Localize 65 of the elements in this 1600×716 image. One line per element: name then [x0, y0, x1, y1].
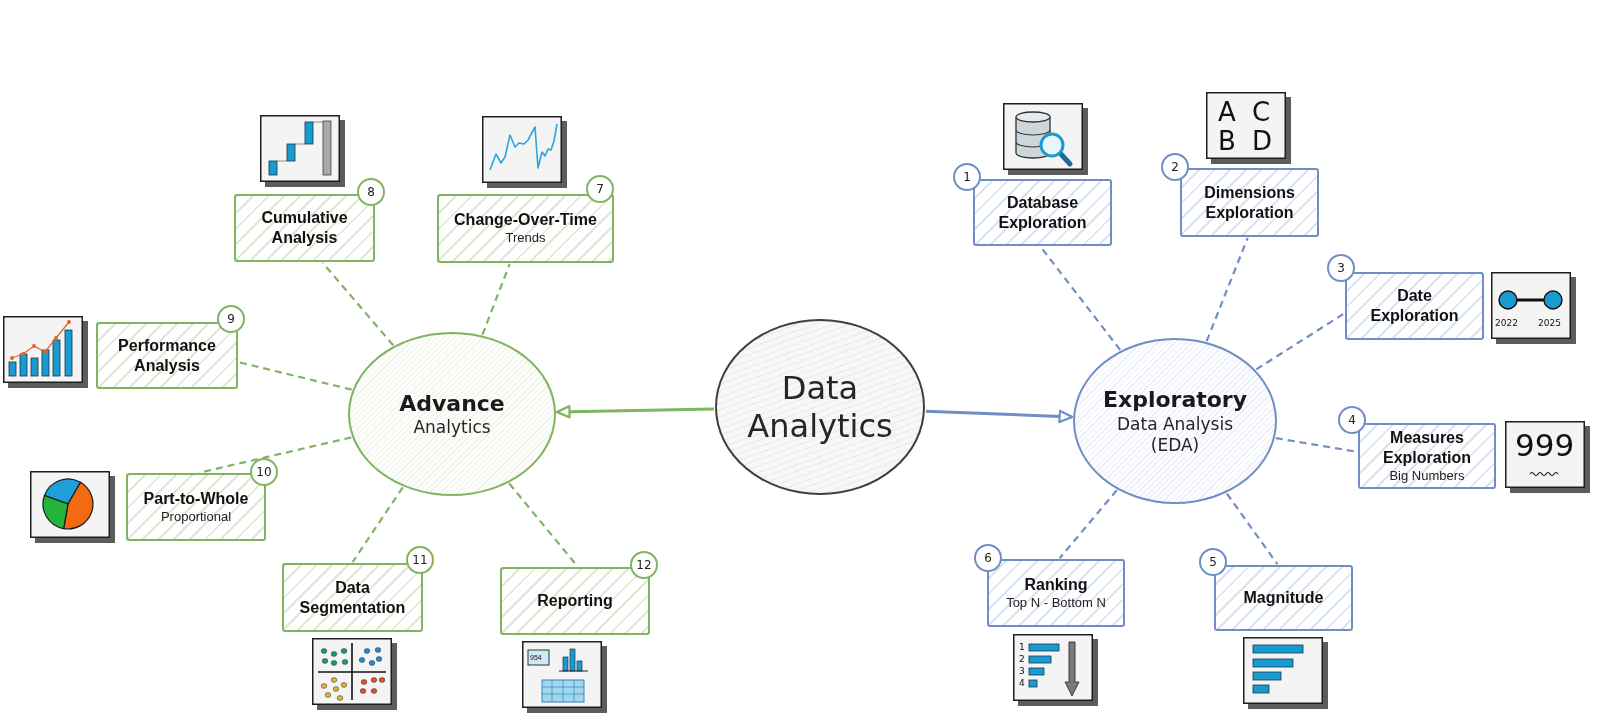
callout-number: 7: [586, 175, 614, 203]
connector-line: [1226, 492, 1279, 565]
callout-number: 5: [1199, 548, 1227, 576]
topic-subtitle: Trends: [505, 230, 546, 247]
topic-title: Performance Analysis: [117, 335, 217, 376]
connector-line: [238, 361, 352, 391]
topic-box: [96, 322, 238, 389]
callout-number: 2: [1161, 153, 1189, 181]
circle-title: Exploratory: [1102, 386, 1248, 414]
rank-number: 2: [1019, 655, 1025, 664]
topic-box: [234, 194, 375, 262]
rank-number: 4: [1019, 679, 1025, 688]
topic-box: [500, 567, 650, 635]
letter-label: D: [1252, 128, 1273, 154]
connector-line: [481, 263, 511, 335]
topic-title: Date Exploration: [1369, 286, 1460, 326]
year-label: 2022: [1495, 319, 1518, 328]
callout-number: 4: [1338, 406, 1366, 434]
topic-title: Part-to-Whole: [143, 488, 249, 509]
topic-box: [1358, 423, 1496, 489]
topic-title: Database Exploration: [997, 192, 1088, 233]
topic-box: [1180, 168, 1319, 237]
callout-number: 10: [250, 458, 278, 486]
topic-box: [282, 563, 423, 632]
connector-line: [1058, 489, 1118, 559]
letter-label: C: [1252, 99, 1271, 125]
connector-line: [1255, 312, 1345, 371]
rank-number: 1: [1019, 643, 1025, 652]
callout-number: 12: [630, 551, 658, 579]
circle-subtitle: Data Analysis (EDA): [1115, 413, 1234, 456]
connector-line: [1205, 237, 1249, 342]
topic-title: Magnitude: [1243, 588, 1324, 608]
arrow: [925, 409, 1074, 424]
callout-number: 9: [217, 305, 245, 333]
big-number: 999: [1515, 430, 1575, 461]
topic-title: Data Segmentation: [298, 577, 407, 618]
topic-box: [1345, 272, 1484, 340]
topic-box: [437, 194, 614, 263]
letter-label: B: [1218, 128, 1236, 154]
circle-subtitle: Analytics: [413, 417, 491, 439]
topic-subtitle: Big Numbers: [1389, 467, 1465, 485]
topic-title: Cumulative Analysis: [260, 208, 349, 248]
connector-line: [321, 262, 395, 346]
topic-title: Ranking: [1024, 574, 1088, 595]
topic-title: Change-Over-Time: [454, 210, 597, 231]
letter-label: A: [1218, 99, 1236, 125]
connector-line: [351, 486, 404, 563]
year-label: 2025: [1538, 319, 1561, 328]
topic-title: Measures Exploration: [1382, 427, 1472, 468]
callout-number: 3: [1327, 254, 1355, 282]
topic-subtitle: Top N - Bottom N: [1006, 594, 1106, 612]
topic-title: Dimensions Exploration: [1203, 182, 1296, 223]
circle-title: Advance: [399, 389, 505, 418]
topic-title: Reporting: [537, 591, 613, 611]
topic-box: [1214, 565, 1353, 631]
connector-line: [1039, 246, 1122, 351]
topic-subtitle: Proportional: [160, 508, 232, 526]
callout-number: 6: [974, 544, 1002, 572]
rank-number: 3: [1019, 667, 1025, 676]
callout-number: 11: [406, 546, 434, 574]
callout-number: 8: [357, 178, 385, 206]
callout-number: 1: [953, 163, 981, 191]
main-topic-title: Data Analytics: [746, 368, 894, 446]
arrow: [555, 405, 715, 419]
topic-box: [973, 179, 1112, 246]
